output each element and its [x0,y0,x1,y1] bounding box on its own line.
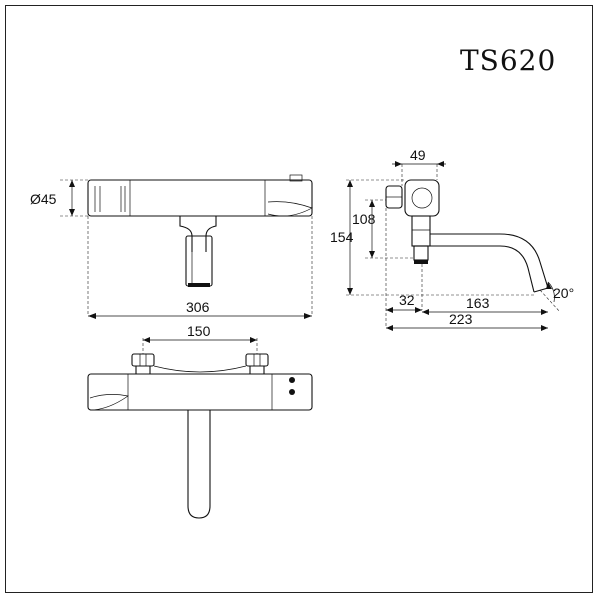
front-view [60,174,313,316]
dim-height-154: 154 [330,180,354,295]
label-depth-top: 49 [410,147,426,163]
label-overall-width: 306 [186,299,210,315]
dim-diameter: Ø45 [30,180,75,216]
model-title: TS620 [460,44,557,77]
dim-depth-top: 49 [392,147,446,167]
dim-offset-32: 32 [386,292,422,313]
dim-spout-163: 163 [422,295,548,315]
dim-angle: 20° [546,281,574,303]
label-total-223: 223 [449,311,473,327]
top-view [87,338,313,519]
label-angle: 20° [553,285,574,301]
label-height-154: 154 [330,229,354,245]
side-view [346,164,561,328]
dim-center-spacing: 150 [143,323,257,343]
label-spout-163: 163 [466,295,490,311]
label-center-spacing: 150 [187,323,211,339]
label-diameter: Ø45 [30,191,57,207]
dim-overall-width: 306 [88,299,312,319]
label-offset-32: 32 [399,292,415,308]
dim-height-108: 108 [352,200,376,258]
drawing-frame [5,5,593,593]
dim-total-223: 223 [386,311,548,331]
label-height-108: 108 [352,211,376,227]
